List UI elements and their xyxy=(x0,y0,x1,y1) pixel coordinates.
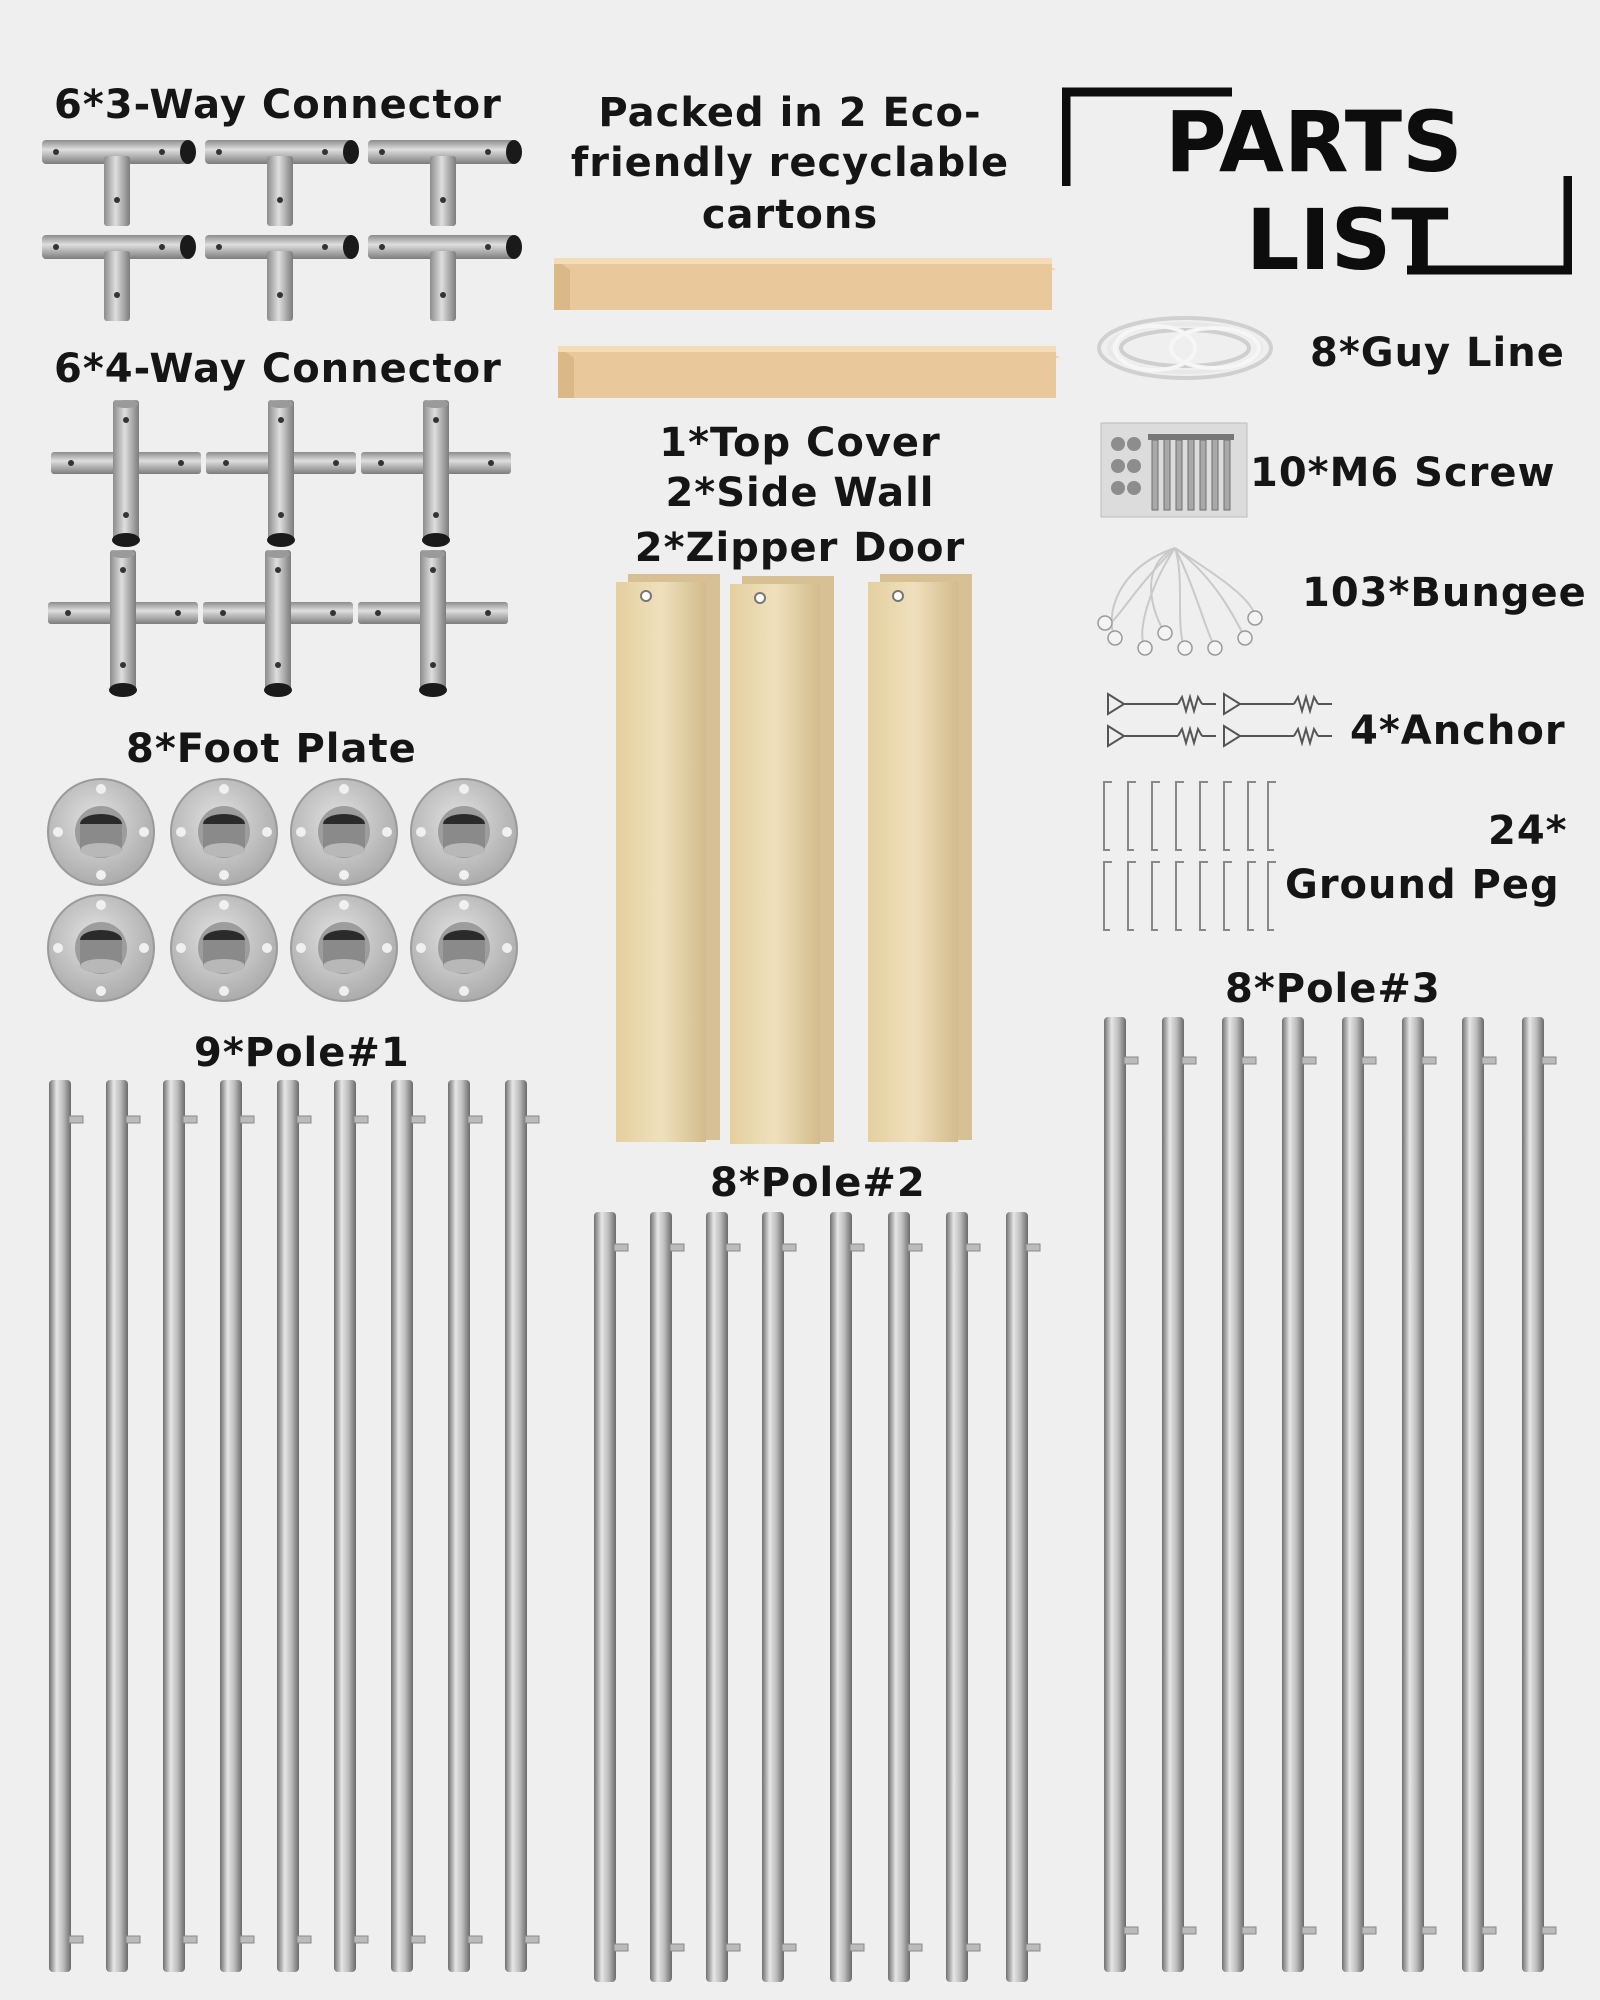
four-way-connector-label: 6*4-Way Connector xyxy=(54,346,502,392)
fabric-images xyxy=(612,570,1012,1150)
three-way-connector-label: 6*3-Way Connector xyxy=(54,82,502,128)
fabric-label-line3: 2*Zipper Door xyxy=(634,525,966,571)
guy-line-image xyxy=(1095,312,1275,384)
bungee-image xyxy=(1095,538,1265,658)
three-way-connector-images xyxy=(40,130,530,330)
packaging-text-line3: cartons xyxy=(701,192,879,238)
carton-images xyxy=(550,240,1060,410)
bungee-label: 103*Bungee xyxy=(1302,570,1587,616)
title-bracket xyxy=(1062,86,1572,276)
pole3-label: 8*Pole#3 xyxy=(1225,966,1441,1012)
four-way-connector-images xyxy=(46,395,526,705)
ground-peg-label-line2: Ground Peg xyxy=(1285,862,1560,908)
page-title-line1: PARTS xyxy=(1165,93,1463,191)
pole3-images xyxy=(1100,1015,1570,1980)
fabric-label-line2: 2*Side Wall xyxy=(665,470,935,516)
pole1-label: 9*Pole#1 xyxy=(194,1030,410,1076)
foot-plate-label: 8*Foot Plate xyxy=(126,726,417,772)
pole2-label: 8*Pole#2 xyxy=(710,1160,926,1206)
anchor-label: 4*Anchor xyxy=(1350,708,1566,754)
screw-label: 10*M6 Screw xyxy=(1250,450,1556,496)
ground-peg-label-line1: 24* xyxy=(1488,808,1568,854)
anchor-image xyxy=(1106,688,1346,758)
foot-plate-images xyxy=(44,775,524,1005)
pole2-images xyxy=(588,1210,1058,1985)
ground-peg-image xyxy=(1098,778,1284,934)
page-title-line2: LIST xyxy=(1246,191,1449,289)
packaging-text-line1: Packed in 2 Eco- xyxy=(598,90,982,136)
screw-image xyxy=(1100,422,1248,518)
packaging-text-line2: friendly recyclable xyxy=(570,140,1010,186)
guy-line-label: 8*Guy Line xyxy=(1310,330,1565,376)
pole1-images xyxy=(44,1078,554,1978)
fabric-label-line1: 1*Top Cover xyxy=(659,420,941,466)
